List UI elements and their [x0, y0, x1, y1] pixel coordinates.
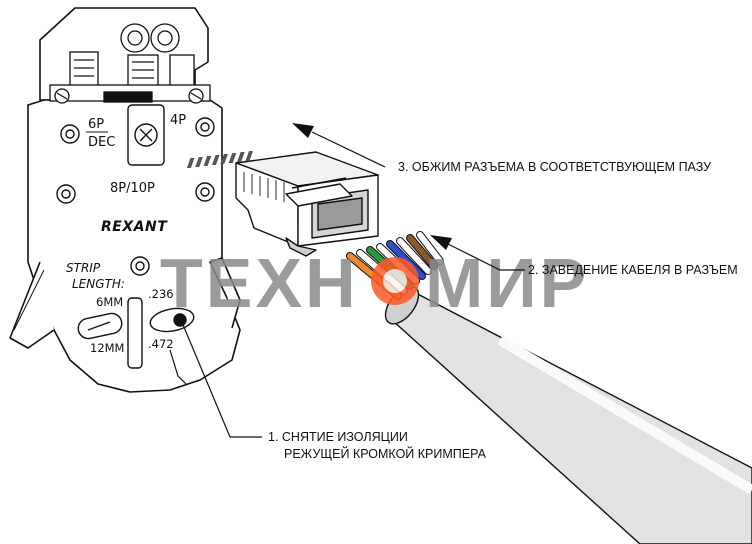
- callout-step1-text-line1: 1. СНЯТИЕ ИЗОЛЯЦИИ: [268, 430, 408, 444]
- callout-dot: [178, 317, 184, 323]
- rj45-connector: [235, 151, 379, 257]
- die-4p-label: 4P: [170, 113, 186, 128]
- wire: [407, 235, 437, 269]
- wire: [417, 232, 443, 264]
- brand-logo: REXANT: [101, 219, 168, 235]
- strip-label-line1: STRIP: [66, 261, 101, 275]
- rj45-contacts: [186, 151, 254, 168]
- strip-236-label: .236: [148, 287, 174, 301]
- callout-step3: [292, 123, 386, 168]
- die-6p-label: 6P: [88, 117, 104, 132]
- arrow-icon: [430, 235, 452, 250]
- watermark-part1: ТЕХН: [160, 244, 359, 322]
- wire: [397, 238, 431, 274]
- crimper-head-details: [49, 23, 211, 104]
- strip-472-label: .472: [148, 337, 174, 351]
- callout-step2-text: 2. ЗАВЕДЕНИЕ КАБЕЛЯ В РАЗЪЕМ: [528, 263, 738, 277]
- callout-step2: [430, 235, 525, 271]
- callout-step1: [178, 317, 262, 438]
- rj45-ridges: [243, 172, 285, 202]
- arrow-icon: [292, 123, 314, 138]
- watermark-o-inner: [383, 269, 407, 293]
- strip-label-line2: LENGTH:: [72, 277, 125, 291]
- die-8p-label: 8P/10P: [110, 181, 155, 196]
- watermark-part2: МИР: [425, 244, 589, 322]
- crimper-bolts: [56, 117, 215, 276]
- strip-6mm-label: 6MM: [96, 295, 123, 309]
- strip-12mm-label: 12MM: [90, 341, 124, 355]
- callout-step1-text-line2: РЕЖУЩЕЙ КРОМКОЙ КРИМПЕРА: [284, 447, 486, 461]
- watermark: ТЕХН МИР: [160, 244, 589, 322]
- crimper-die-slot: [127, 104, 165, 166]
- die-dec-label: DEC: [88, 135, 115, 150]
- callout-step3-text: 3. ОБЖИМ РАЗЪЕМА В СООТВЕТСТВУЮЩЕМ ПАЗУ: [398, 160, 712, 174]
